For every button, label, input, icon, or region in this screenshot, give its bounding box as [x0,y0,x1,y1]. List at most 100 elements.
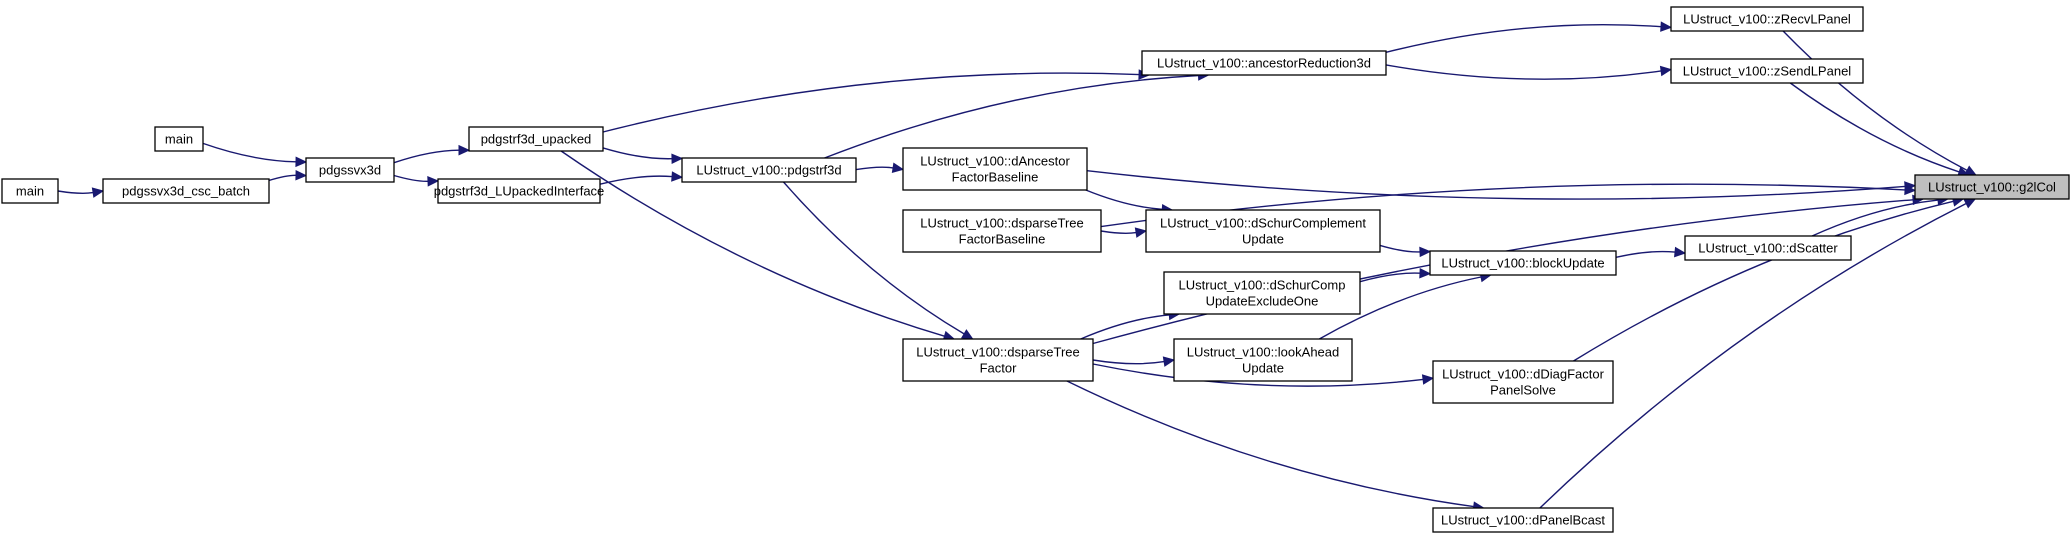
node-g2lCol[interactable]: LUstruct_v100::g2lCol [1914,174,2070,200]
node-box-g2lCol[interactable] [1914,174,2070,200]
node-label-pdgssvx3d_csc_batch: pdgssvx3d_csc_batch [122,184,250,199]
node-box-main_a[interactable] [154,126,204,152]
node-label-lookAheadUpdate-line2: Update [1242,361,1284,376]
node-label-dsparseTreeFactor-line1: LUstruct_v100::dsparseTree [916,345,1080,360]
edge-pdgstrf3d_upacked-to-dsparseTreeFactor [560,150,945,337]
node-label-dAncestorFactorBaseline-line1: LUstruct_v100::dAncestor [920,154,1070,169]
edge-blockUpdate-to-dScatter [1615,250,1676,258]
node-main_b[interactable]: main [1,178,59,204]
edge-dSchurCompUpdateExcludeOne-to-blockUpdate [1359,272,1421,283]
edge-pdgstrf3d_upacked-to-ancestorReduction3d [602,72,1140,133]
arrowhead-blockUpdate-to-dScatter [1674,246,1687,258]
edge-pdgstrf3d_upacked-to-pdgstrf3d [602,147,673,160]
node-box-dScatter[interactable] [1684,235,1852,261]
arrowhead-dsparseTreeFactor-to-lookAheadUpdate [1162,356,1176,367]
edge-zRecvLPanel-to-g2lCol [1782,30,1968,172]
node-zSendLPanel[interactable]: LUstruct_v100::zSendLPanel [1670,58,1864,84]
edge-pdgstrf3d-to-ancestorReduction3d [824,74,1199,159]
arrowhead-pdgssvx3d_csc_batch-to-pdgssvx3d [295,170,308,181]
node-box-dsparseTreeFactorBaseline[interactable] [902,209,1102,253]
node-dSchurCompUpdateExcludeOne[interactable]: LUstruct_v100::dSchurCompUpdateExcludeOn… [1163,271,1361,315]
edge-pdgssvx3d-to-pdgstrf3d_upacked [393,149,460,164]
node-blockUpdate[interactable]: LUstruct_v100::blockUpdate [1429,250,1617,276]
arrowhead-main_b-to-pdgssvx3d_csc_batch [91,187,105,198]
node-box-pdgstrf3d[interactable] [681,157,857,183]
arrowhead-pdgssvx3d-to-pdgstrf3d_upacked [458,144,471,156]
node-pdgstrf3d_LUpackedInterface[interactable]: pdgstrf3d_LUpackedInterface [434,178,605,204]
node-box-dDiagFactorPanelSolve[interactable] [1432,360,1614,404]
node-label-dDiagFactorPanelSolve-line1: LUstruct_v100::dDiagFactor [1442,367,1605,382]
node-box-pdgssvx3d_csc_batch[interactable] [102,178,270,204]
node-box-main_b[interactable] [1,178,59,204]
edge-pdgstrf3d-to-dAncestorFactorBaseline [855,166,894,171]
node-box-pdgstrf3d_LUpackedInterface[interactable] [437,178,601,204]
node-label-pdgssvx3d: pdgssvx3d [319,163,381,178]
node-dPanelBcast[interactable]: LUstruct_v100::dPanelBcast [1432,507,1614,533]
edge-dPanelBcast-to-g2lCol [1539,202,1967,509]
node-zRecvLPanel[interactable]: LUstruct_v100::zRecvLPanel [1670,6,1864,32]
edge-pdgssvx3d_csc_batch-to-pdgssvx3d [268,174,297,182]
edge-dSchurComplementUpdate-to-blockUpdate [1379,244,1421,253]
edge-dsparseTreeFactor-to-lookAheadUpdate [1092,359,1165,365]
arrowhead-dsparseTreeFactorBaseline-to-g2lCol [1904,184,1917,196]
node-label-zRecvLPanel: LUstruct_v100::zRecvLPanel [1683,12,1851,27]
node-ancestorReduction3d[interactable]: LUstruct_v100::ancestorReduction3d [1141,50,1387,76]
node-box-dSchurCompUpdateExcludeOne[interactable] [1163,271,1361,315]
node-pdgstrf3d_upacked[interactable]: pdgstrf3d_upacked [468,126,604,152]
node-label-pdgstrf3d: LUstruct_v100::pdgstrf3d [696,163,841,178]
node-label-pdgstrf3d_LUpackedInterface: pdgstrf3d_LUpackedInterface [434,184,605,199]
edge-pdgstrf3d-to-dsparseTreeFactor [782,181,965,335]
node-box-zSendLPanel[interactable] [1670,58,1864,84]
node-pdgssvx3d_csc_batch[interactable]: pdgssvx3d_csc_batch [102,178,270,204]
node-dScatter[interactable]: LUstruct_v100::dScatter [1684,235,1852,261]
arrowhead-dPanelBcast-to-g2lCol [1963,198,1977,209]
edge-dsparseTreeFactor-to-dDiagFactorPanelSolve [1092,363,1424,387]
node-label-dPanelBcast: LUstruct_v100::dPanelBcast [1441,513,1605,528]
node-pdgssvx3d[interactable]: pdgssvx3d [305,157,395,183]
node-box-zRecvLPanel[interactable] [1670,6,1864,32]
node-label-dSchurCompUpdateExcludeOne-line1: LUstruct_v100::dSchurComp [1179,278,1346,293]
node-label-g2lCol: LUstruct_v100::g2lCol [1928,180,2056,195]
node-label-blockUpdate: LUstruct_v100::blockUpdate [1441,256,1604,271]
node-label-dsparseTreeFactorBaseline-line2: FactorBaseline [959,232,1046,247]
edge-dsparseTreeFactor-to-dSchurCompUpdateExcludeOne [1080,314,1170,340]
node-label-lookAheadUpdate-line1: LUstruct_v100::lookAhead [1187,345,1339,360]
node-label-dSchurCompUpdateExcludeOne-line2: UpdateExcludeOne [1206,294,1319,309]
node-label-main_a: main [165,132,193,147]
node-box-lookAheadUpdate[interactable] [1173,338,1353,382]
node-label-ancestorReduction3d: LUstruct_v100::ancestorReduction3d [1157,56,1371,71]
node-label-dsparseTreeFactorBaseline-line1: LUstruct_v100::dsparseTree [920,216,1084,231]
node-box-dsparseTreeFactor[interactable] [902,338,1094,382]
node-box-ancestorReduction3d[interactable] [1141,50,1387,76]
node-pdgstrf3d[interactable]: LUstruct_v100::pdgstrf3d [681,157,857,183]
node-box-pdgstrf3d_upacked[interactable] [468,126,604,152]
edge-dDiagFactorPanelSolve-to-g2lCol [1573,200,1954,362]
edge-lookAheadUpdate-to-blockUpdate [1318,276,1482,340]
edge-main_a-to-pdgssvx3d [202,142,297,163]
node-main_a[interactable]: main [154,126,204,152]
edge-ancestorReduction3d-to-zSendLPanel [1385,64,1662,80]
arrowhead-pdgssvx3d-to-pdgstrf3d_LUpackedInterface [427,176,440,187]
node-box-blockUpdate[interactable] [1429,250,1617,276]
edge-ancestorReduction3d-to-zRecvLPanel [1385,23,1662,53]
arrowhead-dsparseTreeFactorBaseline-to-dSchurComplementUpdate [1134,227,1148,238]
arrowhead-main_a-to-pdgssvx3d [295,156,308,168]
arrowhead-pdgstrf3d_LUpackedInterface-to-pdgstrf3d [671,171,684,182]
arrowhead-ancestorReduction3d-to-zSendLPanel [1659,65,1673,77]
node-label-zSendLPanel: LUstruct_v100::zSendLPanel [1683,64,1851,79]
node-box-pdgssvx3d[interactable] [305,157,395,183]
node-box-dAncestorFactorBaseline[interactable] [902,147,1088,191]
call-nodes: main main pdgssvx3d_csc_batch pdgssvx3d pdgs… [1,6,2070,533]
edge-pdgstrf3d_LUpackedInterface-to-pdgstrf3d [599,175,673,185]
arrowhead-dSchurComplementUpdate-to-blockUpdate [1419,246,1432,258]
node-box-dSchurComplementUpdate[interactable] [1145,209,1381,253]
node-box-dPanelBcast[interactable] [1432,507,1614,533]
node-label-main_b: main [16,184,44,199]
